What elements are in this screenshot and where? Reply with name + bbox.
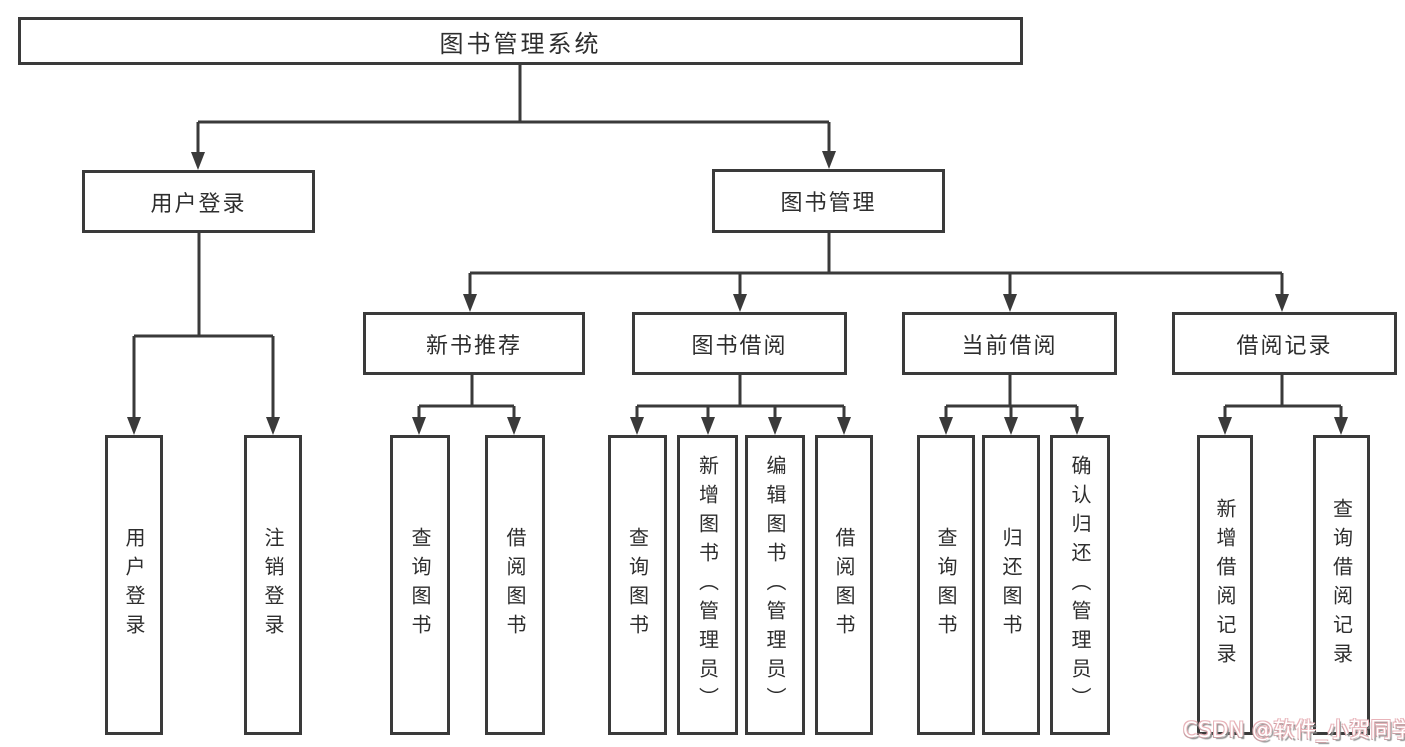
arrow-icon xyxy=(630,417,644,435)
leaf-label: 查询图书 xyxy=(408,527,432,643)
leaf-user-login: 用户登录 xyxy=(105,435,163,735)
node-book-borrowing: 图书借阅 xyxy=(632,312,847,375)
leaf-label: 注销登录 xyxy=(261,527,285,643)
arrow-icon xyxy=(1275,294,1289,312)
leaf-borrow-books: 借阅图书 xyxy=(815,435,873,735)
arrow-icon xyxy=(1218,417,1232,435)
node-new-book-recommend: 新书推荐 xyxy=(363,312,585,375)
arrow-icon xyxy=(837,417,851,435)
arrow-icon xyxy=(266,417,280,435)
arrow-icon xyxy=(1070,417,1084,435)
arrow-icon xyxy=(822,151,836,169)
arrow-icon xyxy=(1003,294,1017,312)
node-user-login: 用户登录 xyxy=(82,170,315,233)
leaf-label: 借阅图书 xyxy=(832,527,856,643)
arrow-icon xyxy=(733,294,747,312)
arrow-icon xyxy=(412,417,426,435)
node-label: 图书管理 xyxy=(780,191,877,216)
leaf-edit-books-admin: 编辑图书（管理员） xyxy=(745,435,805,735)
node-borrowing-records: 借阅记录 xyxy=(1172,312,1397,375)
node-label: 图书管理系统 xyxy=(439,29,602,58)
leaf-label: 新增图书（管理员） xyxy=(695,454,720,716)
leaf-query-books-borrow: 查询图书 xyxy=(608,435,667,735)
leaf-confirm-return-admin: 确认归还（管理员） xyxy=(1050,435,1110,735)
leaf-label: 新增借阅记录 xyxy=(1213,498,1237,672)
leaf-label: 归还图书 xyxy=(999,527,1023,643)
leaf-query-books-recommend: 查询图书 xyxy=(390,435,450,735)
leaf-query-borrow-record: 查询借阅记录 xyxy=(1313,435,1370,735)
leaf-label: 借阅图书 xyxy=(503,527,527,643)
arrow-icon xyxy=(191,152,205,170)
node-label: 图书借阅 xyxy=(691,333,788,359)
leaf-label: 用户登录 xyxy=(122,527,146,643)
leaf-query-books-current: 查询图书 xyxy=(917,435,975,735)
leaf-add-books-admin: 新增图书（管理员） xyxy=(677,435,738,735)
leaf-label: 查询图书 xyxy=(934,527,958,643)
node-label: 用户登录 xyxy=(150,191,247,217)
leaf-label: 确认归还（管理员） xyxy=(1068,454,1092,716)
arrow-icon xyxy=(507,417,521,435)
leaf-label: 查询借阅记录 xyxy=(1329,498,1354,672)
leaf-add-borrow-record: 新增借阅记录 xyxy=(1197,435,1253,735)
arrow-icon xyxy=(939,417,953,435)
arrow-icon xyxy=(701,417,715,435)
leaf-borrow-books-recommend: 借阅图书 xyxy=(485,435,545,735)
leaf-label: 查询图书 xyxy=(625,527,650,643)
node-current-borrowing: 当前借阅 xyxy=(902,312,1117,375)
arrow-icon xyxy=(768,417,782,435)
connector-path xyxy=(132,65,1343,421)
node-label: 新书推荐 xyxy=(425,333,522,359)
node-library-management-system: 图书管理系统 xyxy=(18,17,1023,65)
node-label: 当前借阅 xyxy=(961,333,1058,359)
node-book-management: 图书管理 xyxy=(712,169,945,233)
arrow-icon xyxy=(1004,417,1018,435)
leaf-return-books: 归还图书 xyxy=(982,435,1040,735)
arrow-icon xyxy=(463,294,477,312)
leaf-label: 编辑图书（管理员） xyxy=(763,454,787,716)
arrow-icon xyxy=(127,417,141,435)
arrowheads xyxy=(127,151,1348,435)
leaf-logout: 注销登录 xyxy=(244,435,302,735)
node-label: 借阅记录 xyxy=(1236,333,1333,359)
arrow-icon xyxy=(1334,417,1348,435)
csdn-watermark: CSDN @软件_小贺同学 xyxy=(1183,718,1405,742)
